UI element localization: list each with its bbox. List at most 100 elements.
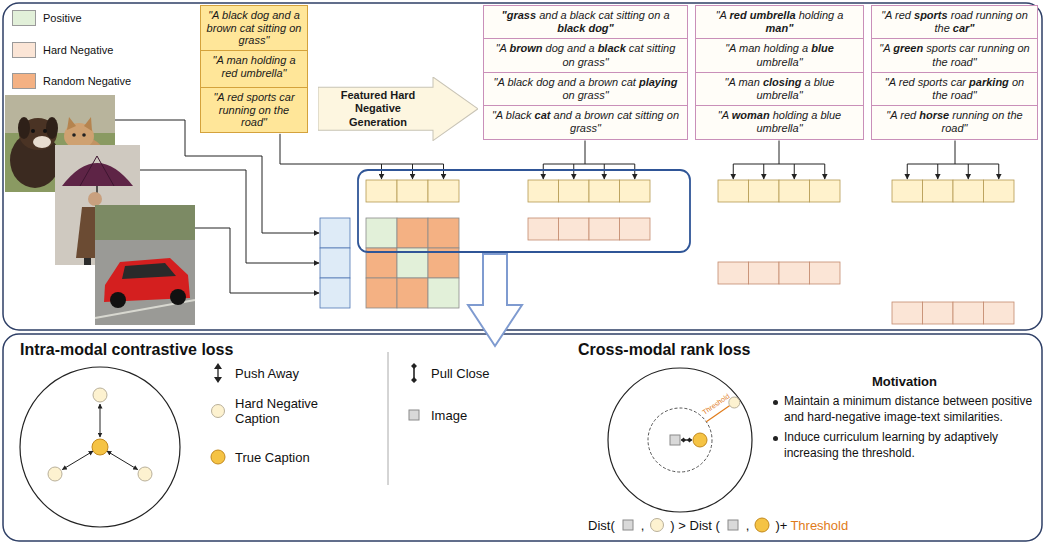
text-run: sports bbox=[918, 76, 948, 88]
text-run: black bbox=[557, 22, 585, 34]
caption-box: "A black dog and a brown cat sitting on … bbox=[200, 5, 308, 51]
encoder-bracket bbox=[634, 164, 635, 179]
legend-swatch bbox=[12, 42, 36, 58]
text-run: red bbox=[900, 109, 916, 121]
text-run: and bbox=[539, 9, 557, 21]
formula-part: Dist( bbox=[588, 518, 615, 533]
similarity-matrix bbox=[366, 218, 459, 308]
text-run: grass" bbox=[570, 122, 601, 134]
square-icon bbox=[728, 520, 738, 530]
text-run: on bbox=[1012, 76, 1024, 88]
text-run: "grass bbox=[502, 9, 537, 21]
text-run: road bbox=[951, 9, 973, 21]
text-run: man bbox=[738, 76, 759, 88]
text-run: on bbox=[562, 56, 574, 68]
push-icon bbox=[208, 362, 228, 384]
text-run: "A bbox=[716, 9, 727, 21]
square-icon bbox=[723, 514, 743, 536]
text-embedding-cell bbox=[810, 180, 841, 202]
intra-modal-sketch bbox=[107, 451, 138, 470]
photo-dog-cat bbox=[31, 129, 35, 133]
legend-item: Push Away bbox=[208, 362, 299, 384]
legend-item: Hard Negative bbox=[12, 42, 113, 58]
image-link bbox=[195, 228, 319, 293]
text-run: blue bbox=[811, 42, 834, 54]
text-embedding-cell bbox=[397, 180, 428, 202]
legend-text: Image bbox=[431, 408, 467, 423]
text-run: umbrella" bbox=[756, 89, 802, 101]
text-run: brown bbox=[510, 42, 543, 54]
arrow-shape bbox=[318, 77, 478, 141]
pale-icon bbox=[212, 405, 225, 418]
text-run: red bbox=[895, 9, 911, 21]
encoder-bracket bbox=[543, 164, 544, 179]
intra-modal-sketch bbox=[93, 388, 107, 402]
hard-negative-caption: "A man closing a blue umbrella" bbox=[695, 72, 864, 106]
photo-dog-cat bbox=[43, 129, 47, 133]
text-run: "A bbox=[881, 9, 892, 21]
cross-modal-sketch bbox=[729, 397, 740, 408]
text-run: sitting bbox=[635, 109, 664, 121]
photo-dog-cat bbox=[18, 117, 30, 139]
legend-text: Positive bbox=[43, 12, 82, 24]
text-run: green bbox=[893, 42, 923, 54]
encoder-bracket bbox=[280, 134, 281, 164]
text-run: car" bbox=[953, 22, 975, 34]
bullet-text: Maintain a minimum distance between posi… bbox=[784, 394, 1037, 425]
text-run: black bbox=[506, 109, 532, 121]
hard-negative-caption-text: "A black cat and a brown cat sitting on … bbox=[489, 109, 682, 135]
text-run: a bbox=[804, 76, 810, 88]
text-run: woman bbox=[732, 109, 770, 121]
encoder-bracket bbox=[381, 164, 382, 179]
image-link bbox=[115, 120, 319, 233]
hard-negative-similarity-cell bbox=[810, 262, 841, 284]
similarity-matrix bbox=[366, 218, 397, 248]
encoder-bracket bbox=[280, 134, 999, 179]
image-embedding-cell bbox=[320, 278, 350, 308]
text-run: holding bbox=[773, 109, 808, 121]
hard-negative-caption: "A red sports road running on the car" bbox=[871, 5, 1038, 39]
caption-box: "A red sports car running on the road" bbox=[200, 87, 308, 133]
text-run: parking bbox=[969, 76, 1009, 88]
text-run: and bbox=[567, 42, 585, 54]
intra-modal-sketch bbox=[62, 451, 93, 470]
encoder-bracket bbox=[968, 164, 969, 179]
text-run: dog bbox=[546, 42, 564, 54]
encoder-bracket bbox=[955, 141, 956, 165]
photo-red-car bbox=[95, 205, 195, 325]
image-embedding-cell bbox=[320, 218, 350, 308]
photo-red-car bbox=[170, 289, 186, 305]
legend-item: Positive bbox=[12, 10, 82, 26]
formula-part: , bbox=[746, 518, 750, 533]
text-run: on bbox=[992, 109, 1004, 121]
photo-umbrella-man bbox=[62, 163, 133, 186]
text-embedding-cell bbox=[779, 180, 810, 202]
similarity-matrix bbox=[397, 218, 428, 248]
pull-icon bbox=[404, 362, 424, 384]
section-heading: Cross-modal rank loss bbox=[578, 341, 751, 359]
bullet-dot bbox=[773, 400, 778, 405]
hard-negative-similarity-cell bbox=[559, 218, 590, 240]
pull-icon bbox=[411, 363, 417, 383]
hard-negative-caption: "A red umbrella holding a man" bbox=[695, 5, 864, 39]
text-run: holding bbox=[764, 42, 799, 54]
legend-text: Random Negative bbox=[43, 75, 131, 87]
text-run: grass" bbox=[578, 56, 609, 68]
encoder-bracket bbox=[412, 164, 413, 179]
formula-part: )+ bbox=[775, 518, 787, 533]
legend-item: Image bbox=[404, 404, 467, 426]
hard-negative-caption: "A man holding a blue umbrella" bbox=[695, 38, 864, 72]
text-run: the bbox=[1007, 109, 1022, 121]
text-run: "A bbox=[886, 109, 897, 121]
text-embedding-cell bbox=[559, 180, 590, 202]
caption-box-text: "A red sports car running on the road" bbox=[205, 91, 303, 129]
text-run: running bbox=[976, 9, 1013, 21]
intra-modal-sketch bbox=[138, 467, 152, 481]
text-run: holding bbox=[799, 9, 834, 21]
encoder-bracket bbox=[733, 164, 734, 179]
text-embedding-cell bbox=[984, 180, 1015, 202]
orange-icon bbox=[211, 450, 225, 464]
legend-item: True Caption bbox=[208, 446, 310, 468]
text-run: the bbox=[934, 22, 949, 34]
photo-dog-cat bbox=[72, 133, 76, 137]
